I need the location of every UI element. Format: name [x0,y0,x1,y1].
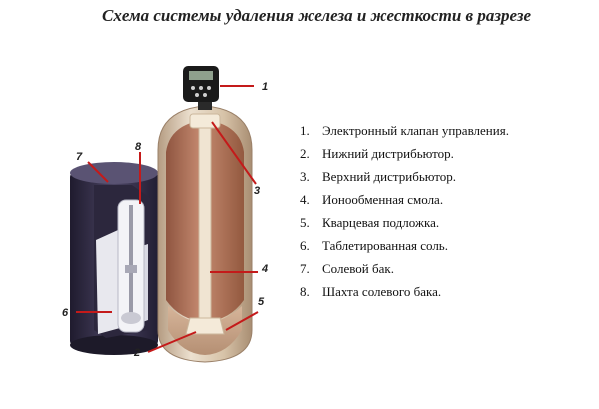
legend-item-text: Верхний дистрибьютор. [322,169,457,184]
legend-item-number: 8. [300,284,310,299]
legend-item-text: Электронный клапан управления. [322,123,509,138]
callout-2: 2 [133,347,140,359]
callout-7: 7 [76,151,83,163]
legend-item: 5. Кварцевая подложка. [300,216,509,239]
legend-item-number: 4. [300,192,310,207]
callout-6: 6 [62,307,69,319]
legend-item-number: 2. [300,146,310,161]
callout-3: 3 [254,185,260,197]
legend-item: 6. Таблетированная соль. [300,239,509,262]
lower-distributor [185,317,225,335]
diagram-title: Схема системы удаления железа и жесткост… [102,6,532,25]
legend-item: 8. Шахта солевого бака. [300,285,509,308]
callout-lines [76,85,259,353]
electronic-control-valve [183,66,219,110]
callout-8: 8 [135,141,142,153]
legend-item: 1. Электронный клапан управления. [300,124,509,147]
brine-well [117,199,145,333]
legend-item-text: Нижний дистрибьютор. [322,146,454,161]
legend-item-text: Кварцевая подложка. [322,215,440,230]
legend-item-number: 5. [300,215,310,230]
callout-4: 4 [261,263,268,275]
legend-item-text: Ионообменная смола. [322,192,444,207]
legend-item-text: Шахта солевого бака. [322,284,442,299]
legend-item-text: Таблетированная соль. [322,238,448,253]
legend-item-number: 6. [300,238,310,253]
legend-item-number: 3. [300,169,310,184]
legend-item-text: Солевой бак. [322,261,394,276]
legend-item-number: 7. [300,261,310,276]
riser-tube [198,119,212,329]
upper-distributor [189,113,221,129]
legend-item: 4. Ионообменная смола. [300,193,509,216]
legend-list: 1. Электронный клапан управления. 2. Нижни… [300,124,509,308]
legend-item: 7. Солевой бак. [300,262,509,285]
legend-item: 3. Верхний дистрибьютор. [300,170,509,193]
legend-item-number: 1. [300,123,310,138]
system-cutaway-diagram: 1 2 3 4 5 6 7 8 [62,66,268,363]
callout-5: 5 [258,296,265,308]
callout-1: 1 [262,81,268,93]
legend-item: 2. Нижний дистрибьютор. [300,147,509,170]
